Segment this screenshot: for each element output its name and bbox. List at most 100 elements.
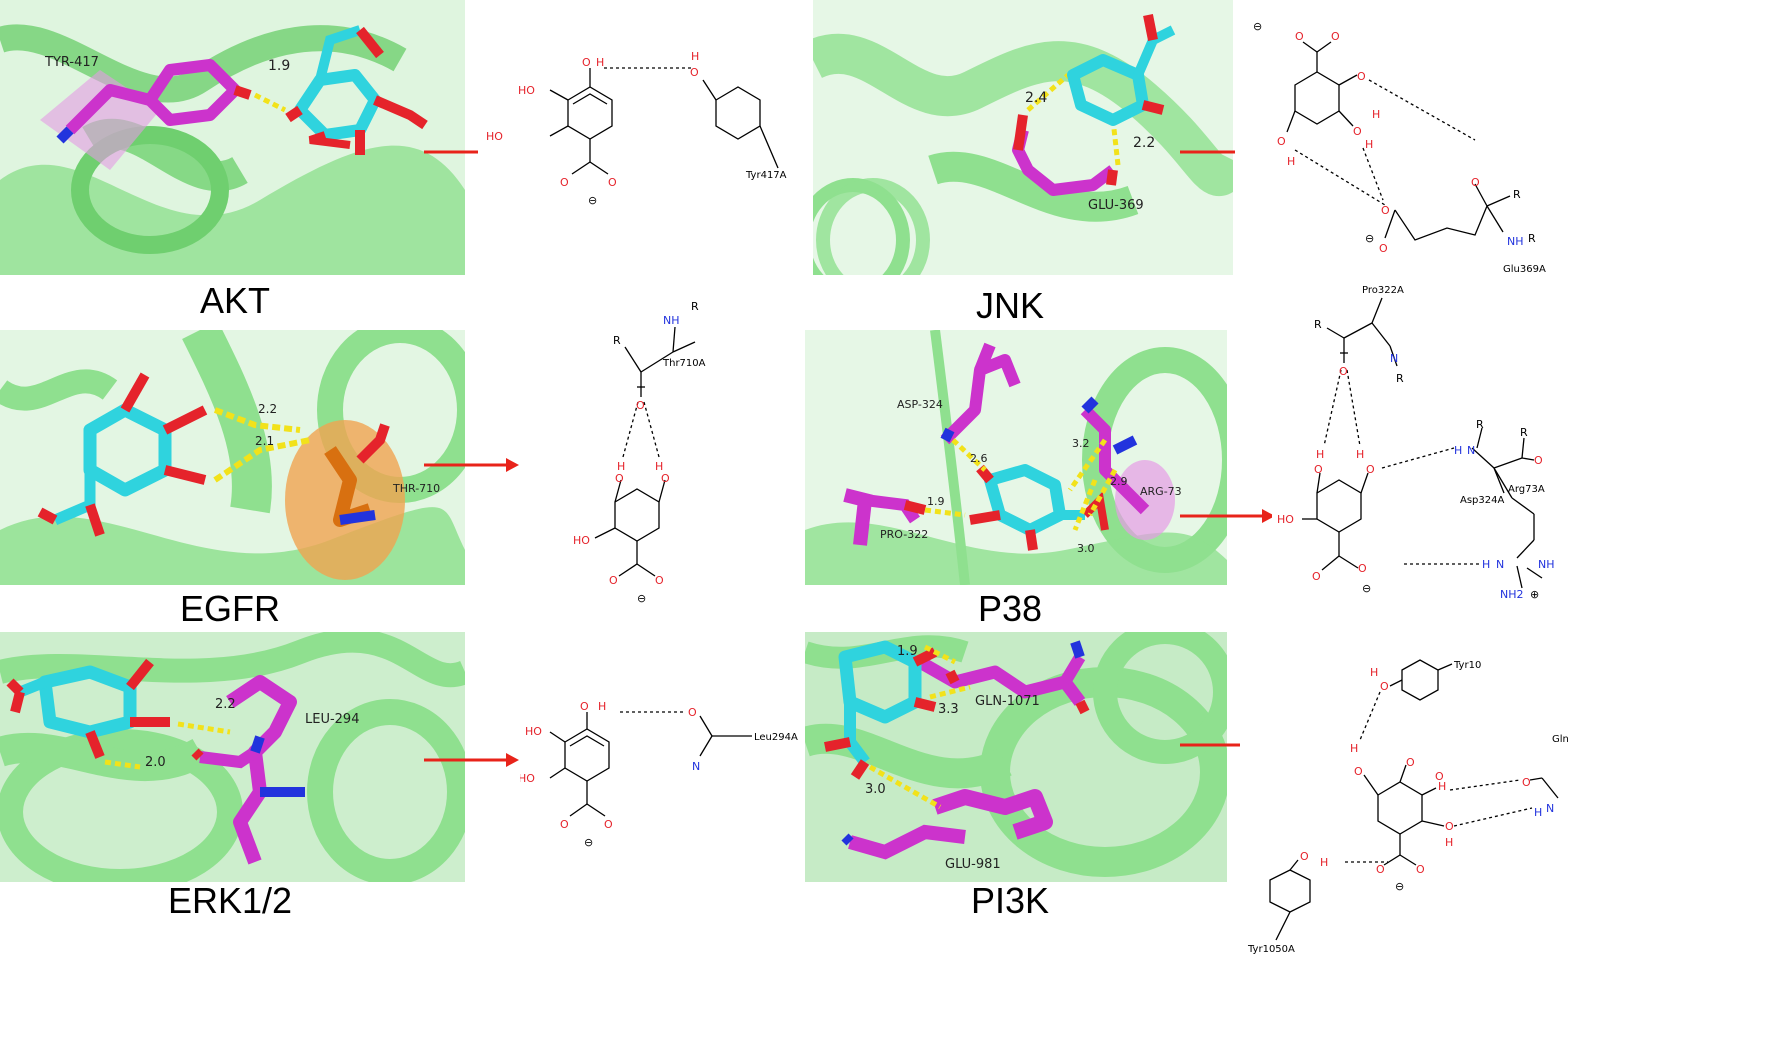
- egfr-3d-panel: 2.2 2.1 THR-710: [0, 330, 465, 585]
- jnk-atom-o6: O: [1471, 176, 1480, 189]
- p38-atom-h2: H: [1356, 448, 1364, 461]
- pi3k-distance-b: 3.3: [938, 702, 959, 717]
- pi3k-3d-render: [805, 632, 1227, 882]
- erk-2d-residue: Leu294A: [754, 732, 798, 743]
- akt-2d-diagram: HO HO O H O H O O ⊖ Tyr417A: [478, 0, 813, 275]
- egfr-2d-residue: Thr710A: [662, 358, 706, 369]
- jnk-2d-diagram: ⊖ O O O H O H O H O O O ⊖ R NH R Glu369A: [1235, 0, 1572, 275]
- egfr-atom-h1: H: [617, 460, 625, 473]
- egfr-atom-ho: HO: [573, 534, 590, 547]
- caption-akt: AKT: [199, 280, 270, 321]
- pi3k-atom-o5: O: [1522, 776, 1531, 789]
- erk-3d-render: [0, 632, 465, 882]
- erk-atom-o4: O: [604, 818, 613, 831]
- egfr-distance-b: 2.1: [255, 434, 275, 448]
- p38-atom-o4: O: [1312, 570, 1321, 583]
- jnk-atom-r2: R: [1528, 232, 1536, 245]
- pi3k-atom-n: N: [1546, 802, 1554, 815]
- akt-atom-o2: O: [690, 66, 699, 79]
- jnk-2d-residue: Glu369A: [1503, 264, 1546, 275]
- jnk-3d-render: [813, 0, 1233, 275]
- p38-residue-asp: ASP-324: [897, 398, 943, 411]
- caption-egfr: EGFR: [179, 588, 280, 629]
- egfr-atom-o3: O: [661, 472, 670, 485]
- p38-atom-nh2: NH2: [1500, 588, 1524, 601]
- akt-3d-render: [0, 0, 465, 275]
- caption-jnk: JNK: [975, 285, 1044, 326]
- pi3k-distance-a: 1.9: [897, 644, 918, 659]
- egfr-3d-render: [0, 330, 465, 585]
- pi3k-atom-o6: O: [1376, 863, 1385, 876]
- p38-2d-residue-pro: Pro322A: [1362, 285, 1404, 296]
- p38-residue-pro: PRO-322: [880, 528, 929, 541]
- akt-atom-h2: H: [691, 50, 699, 63]
- akt-3d-panel: TYR-417 1.9: [0, 0, 465, 275]
- jnk-atom-nh: NH: [1507, 235, 1524, 248]
- p38-3d-panel: ASP-324 ARG-73 PRO-322 2.6 3.2 2.9 1.9 3…: [805, 330, 1227, 585]
- p38-distance-e: 3.0: [1077, 542, 1095, 555]
- p38-charge-minus: ⊖: [1362, 582, 1371, 595]
- egfr-arrow: [424, 458, 519, 472]
- p38-atom-n3: N: [1496, 558, 1504, 571]
- p38-atom-r1: R: [1314, 318, 1322, 331]
- egfr-atom-o4: O: [609, 574, 618, 587]
- p38-atom-nh: NH: [1538, 558, 1555, 571]
- akt-atom-ho1: HO: [518, 84, 535, 97]
- p38-atom-n1: N: [1390, 352, 1398, 365]
- akt-charge: ⊖: [588, 194, 597, 207]
- erk-distance-a: 2.2: [215, 697, 236, 712]
- egfr-atom-nh: NH: [663, 314, 680, 327]
- pi3k-atom-h3: H: [1445, 836, 1453, 849]
- erk-atom-ho1: HO: [525, 725, 542, 738]
- erk-residue-label: LEU-294: [305, 712, 360, 727]
- pi3k-atom-h5: H: [1320, 856, 1328, 869]
- jnk-atom-o4: O: [1353, 125, 1362, 138]
- pi3k-atom-o1: O: [1354, 765, 1363, 778]
- p38-atom-r4: R: [1520, 426, 1528, 439]
- p38-distance-a: 2.6: [970, 452, 988, 465]
- pi3k-charge: ⊖: [1395, 880, 1404, 893]
- pi3k-atom-o8: O: [1300, 850, 1309, 863]
- pi3k-atom-o2: O: [1406, 756, 1415, 769]
- caption-erk: ERK1/2: [167, 880, 293, 921]
- p38-atom-o3: O: [1366, 463, 1375, 476]
- pi3k-atom-h2: H: [1438, 780, 1446, 793]
- akt-atom-ho2: HO: [486, 130, 503, 143]
- jnk-atom-r1: R: [1513, 188, 1521, 201]
- egfr-residue-label: THR-710: [393, 482, 441, 495]
- jnk-distance-a: 2.4: [1025, 90, 1048, 106]
- p38-atom-o6: O: [1534, 454, 1543, 467]
- jnk-atom-o2: O: [1331, 30, 1340, 43]
- jnk-atom-o7: O: [1381, 204, 1390, 217]
- pi3k-2d-diagram: O H Tyr10 Gln H O O H O O H O H N O O ⊖ …: [1240, 630, 1572, 1035]
- egfr-distance-a: 2.2: [258, 402, 278, 416]
- egfr-atom-o1: O: [636, 399, 645, 412]
- p38-atom-o5: O: [1358, 562, 1367, 575]
- p38-atom-h3: H: [1454, 444, 1462, 457]
- caption-pi3k: PI3K: [970, 880, 1050, 921]
- egfr-atom-o2: O: [615, 472, 624, 485]
- akt-atom-o: O: [582, 56, 591, 69]
- erk-2d-svg: HO HO O H O N Leu294A O O ⊖: [518, 700, 798, 849]
- egfr-2d-diagram: R NH R Thr710A O H H O O HO O O ⊖: [535, 282, 785, 612]
- egfr-atom-r1: R: [613, 334, 621, 347]
- pi3k-2d-svg: O H Tyr10 Gln H O O H O O H O H N O O ⊖ …: [1247, 659, 1569, 955]
- erk-atom-o1: O: [580, 700, 589, 713]
- p38-residue-arg: ARG-73: [1140, 485, 1182, 498]
- pi3k-atom-h4: H: [1534, 806, 1542, 819]
- egfr-atom-r2: R: [691, 300, 699, 313]
- p38-2d-residue-arg: Arg73A: [1508, 484, 1545, 495]
- p38-distance-b: 3.2: [1072, 437, 1090, 450]
- erk-atom-ho2: HO: [520, 772, 535, 785]
- pi3k-atom-o7: O: [1416, 863, 1425, 876]
- jnk-residue-label: GLU-369: [1088, 198, 1144, 213]
- jnk-atom-o8: O: [1379, 242, 1388, 255]
- pi3k-2d-residue-tyr-bottom: Tyr1050A: [1247, 944, 1295, 955]
- erk-2d-diagram: HO HO O H O N Leu294A O O ⊖: [518, 680, 810, 880]
- p38-atom-r3: R: [1476, 418, 1484, 431]
- p38-arrow: [1180, 509, 1275, 523]
- egfr-atom-h2: H: [655, 460, 663, 473]
- p38-atom-h4: H: [1482, 558, 1490, 571]
- pi3k-atom-h-top: H: [1370, 666, 1378, 679]
- akt-distance-label: 1.9: [268, 58, 291, 74]
